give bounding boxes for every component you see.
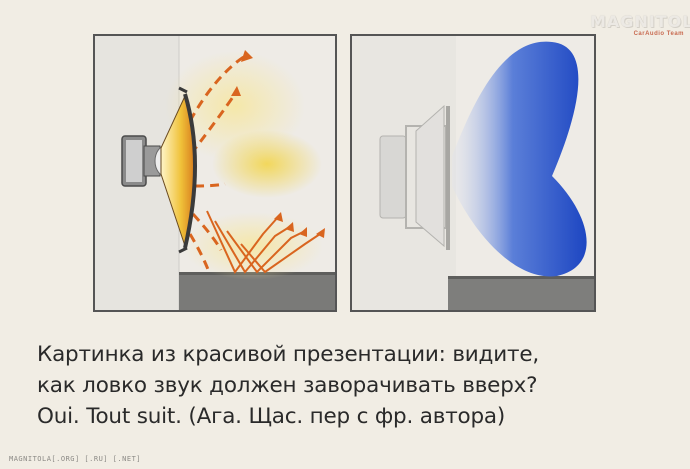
speaker-reflection-illustration (93, 34, 337, 312)
speaker-dispersion-illustration (350, 34, 596, 312)
caption-text: Картинка из красивой презентации: видите… (37, 339, 677, 432)
speaker-dispersion-drawing (352, 36, 594, 310)
footer-watermark: MAGNITOLA[.ORG] [.RU] [.NET] (9, 455, 142, 463)
sound-glow-middle (212, 130, 322, 198)
sound-dispersion-lobe (452, 41, 587, 277)
caption-line-1: Картинка из красивой презентации: видите… (37, 342, 539, 367)
caption-line-3: Oui. Tout suit. (Ага. Щас. пер с фр. авт… (37, 404, 506, 429)
logo-subtitle: CarAudio Team (633, 31, 684, 37)
floor-surface (448, 276, 594, 310)
speaker-ghost (379, 104, 450, 250)
caption-line-2: как ловко звук должен заворачивать вверх… (37, 373, 538, 398)
logo-text: MAGNITOLA (590, 12, 690, 31)
magnitola-logo: MAGNITOLA CarAudio Team (590, 12, 690, 38)
arrow-head (231, 86, 241, 96)
reflected-arrows (206, 210, 324, 274)
speaker-frame (183, 93, 197, 249)
speaker-reflection-drawing (95, 36, 335, 310)
arrow-head (241, 50, 253, 62)
